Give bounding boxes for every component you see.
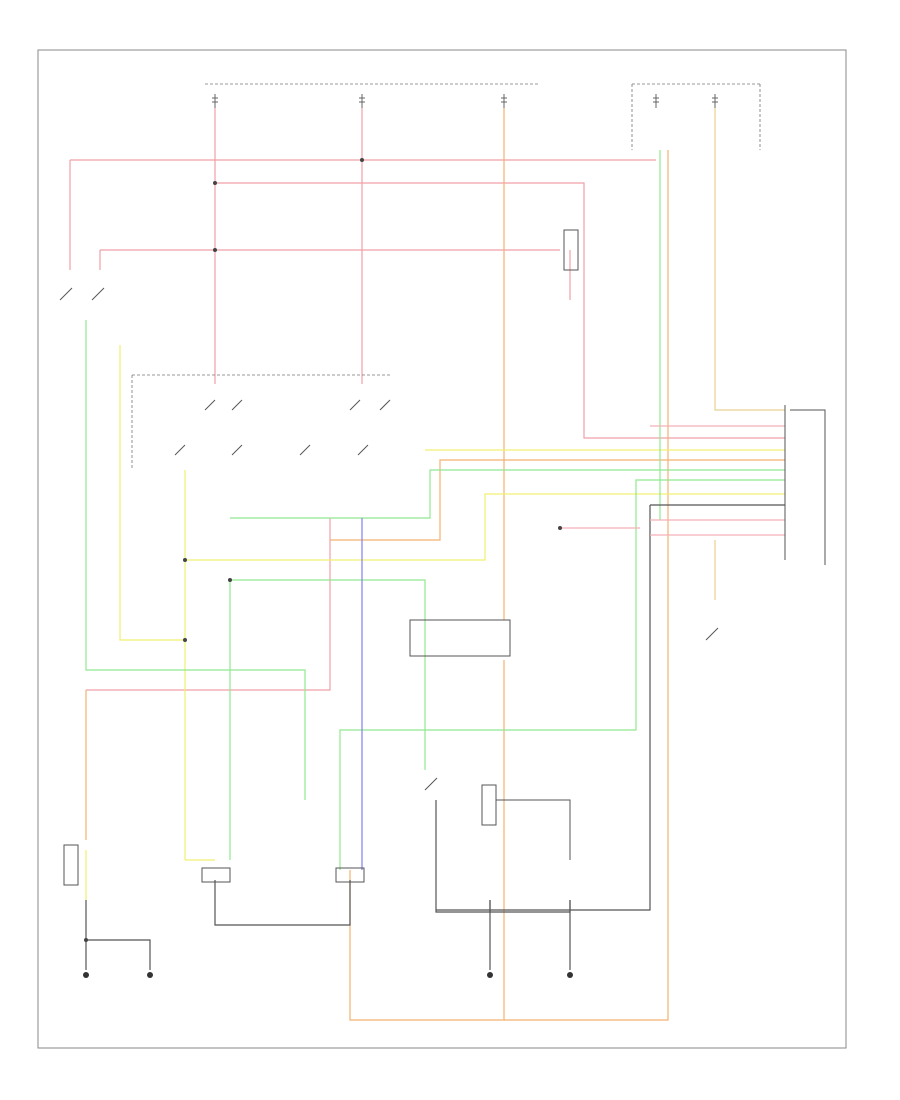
switch-contact <box>349 399 361 411</box>
splice <box>213 248 217 252</box>
ground-3 <box>487 972 493 978</box>
grounds <box>83 972 573 978</box>
fuse-group <box>212 94 718 108</box>
fuse-1 <box>212 94 218 108</box>
fuse-4 <box>653 94 659 108</box>
lamp-left <box>201 867 231 883</box>
splice <box>183 558 187 562</box>
switch-contact <box>59 287 73 301</box>
lamp-right <box>335 867 365 883</box>
green-wires <box>85 150 785 870</box>
relay-center-left <box>481 784 497 826</box>
relay-center-link <box>496 799 571 860</box>
splices <box>84 158 562 942</box>
relay-left <box>63 844 79 886</box>
switch-contact <box>91 287 105 301</box>
fuse-2 <box>359 94 365 108</box>
orange-wires <box>85 108 785 1021</box>
fuse-3 <box>501 94 507 108</box>
switch-contact <box>424 777 438 791</box>
right-connector-bracket <box>790 409 826 565</box>
splice <box>183 638 187 642</box>
switch-contact <box>299 444 311 456</box>
switch-contact <box>231 399 243 411</box>
tan-wires <box>714 108 785 600</box>
relays-bottom <box>63 784 571 886</box>
switch-contacts <box>59 287 719 791</box>
diagram-frame <box>37 49 847 1049</box>
splice <box>84 938 88 942</box>
ground-2 <box>147 972 153 978</box>
pink-wires <box>560 425 785 536</box>
switch-contact <box>379 399 391 411</box>
red-wires <box>69 108 785 691</box>
switch-contact <box>204 399 216 411</box>
switch-contact <box>231 444 243 456</box>
fuse-5 <box>712 94 718 108</box>
splice <box>228 578 232 582</box>
ground-1 <box>83 972 89 978</box>
yellow-wires <box>85 345 785 900</box>
switch-contact <box>174 444 186 456</box>
switch-contact <box>705 627 719 641</box>
ground-4 <box>567 972 573 978</box>
relay-top-right <box>563 229 579 271</box>
splice <box>213 181 217 185</box>
relay-box <box>409 619 511 657</box>
black-wires <box>85 504 785 970</box>
splice <box>360 158 364 162</box>
switch-contact <box>357 444 369 456</box>
switch-assembly-boundary <box>131 374 390 470</box>
splice <box>558 526 562 530</box>
fuse-box-boundary <box>205 83 761 150</box>
